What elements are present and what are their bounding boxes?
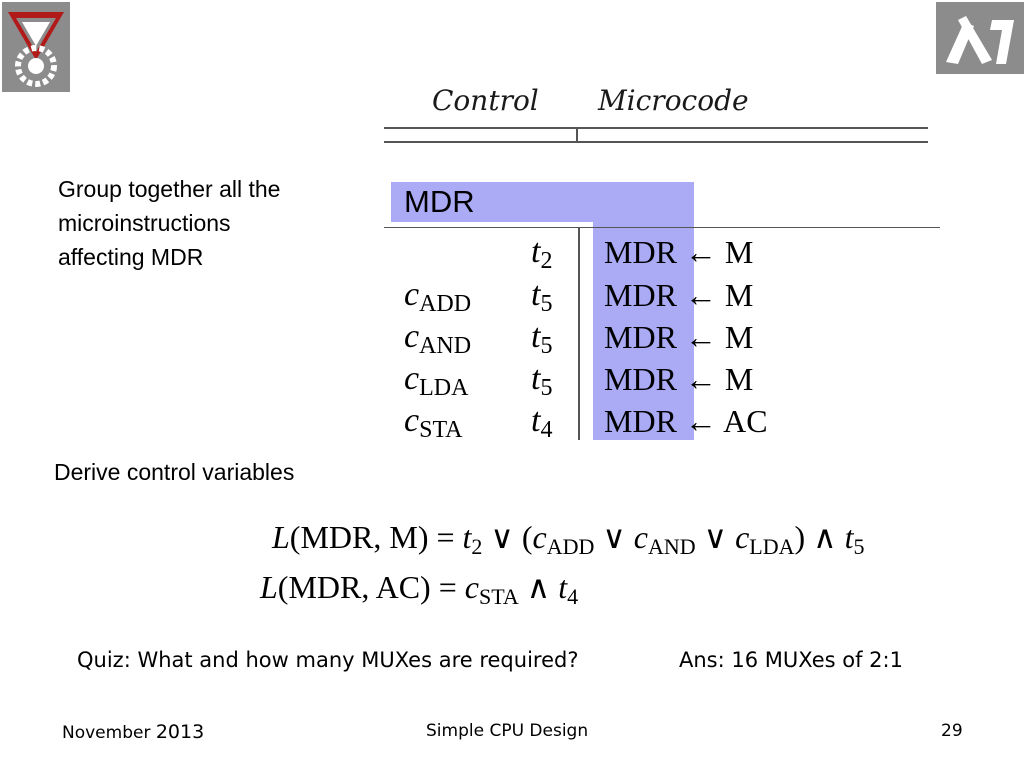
row-time: t5 — [531, 318, 553, 359]
group-note: Group together all the microinstructions… — [58, 172, 280, 274]
mdr-group-highlight — [391, 182, 694, 222]
row-time: t5 — [531, 276, 553, 317]
footer-title: Simple CPU Design — [426, 721, 589, 741]
header-divider — [576, 127, 578, 141]
row-action: MDR ← M — [604, 277, 754, 313]
row-control: cLDA — [404, 360, 469, 401]
group-note-line: microinstructions — [58, 210, 231, 236]
table-second-rule — [384, 141, 928, 143]
quiz-answer: Ans: 16 MUXes of 2:1 — [679, 648, 903, 672]
body-divider — [578, 228, 580, 440]
row-time: t5 — [531, 360, 553, 401]
row-control: cADD — [404, 276, 472, 317]
group-rule — [384, 227, 940, 228]
row-control: cAND — [404, 318, 472, 359]
row-action: MDR ← M — [604, 319, 754, 355]
footer-date: November 2013 — [62, 721, 205, 743]
row-control: cSTA — [404, 402, 463, 443]
equation-mdr-m: L(MDR, M) = t2 ∨ (cADD ∨ cAND ∨ cLDA) ∧ … — [272, 519, 865, 559]
derive-note: Derive control variables — [54, 459, 295, 485]
row-time: t4 — [531, 402, 553, 443]
row-action: MDR ← M — [604, 361, 754, 397]
header-control: Control — [432, 84, 539, 117]
quiz-question: Quiz: What and how many MUXes are requir… — [77, 648, 579, 672]
table-top-rule — [384, 127, 928, 129]
group-note-line: affecting MDR — [58, 244, 204, 270]
mdr-group-label: MDR — [404, 184, 475, 219]
equation-mdr-ac: L(MDR, AC) = cSTA ∧ t4 — [260, 569, 579, 609]
technion-emblem-icon — [2, 2, 70, 92]
group-note-line: Group together all the — [58, 176, 281, 202]
row-action: MDR ← AC — [604, 403, 768, 439]
page-number: 29 — [941, 721, 963, 741]
row-time: t2 — [531, 233, 553, 274]
header-microcode: Microcode — [598, 84, 749, 117]
hebrew-letters-logo-icon — [936, 2, 1024, 74]
mdr-column-highlight — [593, 222, 694, 440]
row-action: MDR ← M — [604, 234, 754, 270]
